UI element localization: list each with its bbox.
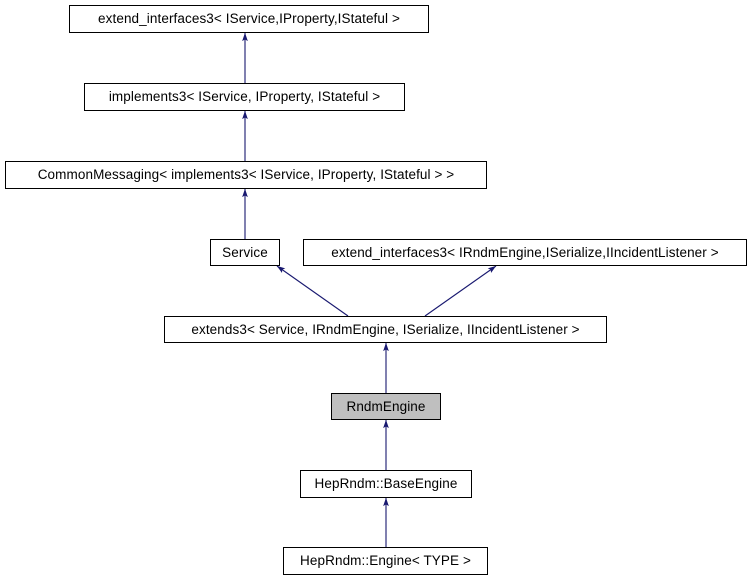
- inheritance-arrow: [276, 265, 349, 317]
- class-node-rndm_engine[interactable]: RndmEngine: [331, 393, 441, 420]
- class-node-label: Service: [222, 244, 268, 260]
- class-node-label: implements3< IService, IProperty, IState…: [108, 89, 381, 105]
- class-node-label: extend_interfaces3< IRndmEngine,ISeriali…: [331, 244, 719, 260]
- class-node-heprndm_engine_type[interactable]: HepRndm::Engine< TYPE >: [283, 547, 488, 575]
- class-node-label: CommonMessaging< implements3< IService, …: [37, 167, 455, 183]
- class-node-extend_interfaces3_service[interactable]: extend_interfaces3< IService,IProperty,I…: [69, 5, 429, 33]
- class-node-label: extend_interfaces3< IService,IProperty,I…: [98, 11, 400, 27]
- class-node-service[interactable]: Service: [210, 239, 280, 266]
- class-node-extends3_service_rndm[interactable]: extends3< Service, IRndmEngine, ISeriali…: [164, 316, 607, 343]
- class-node-heprndm_baseengine[interactable]: HepRndm::BaseEngine: [300, 470, 472, 498]
- class-node-extend_interfaces3_rndm[interactable]: extend_interfaces3< IRndmEngine,ISeriali…: [303, 239, 747, 266]
- class-node-common_messaging[interactable]: CommonMessaging< implements3< IService, …: [5, 161, 487, 189]
- class-node-label: RndmEngine: [346, 398, 426, 414]
- class-node-label: extends3< Service, IRndmEngine, ISeriali…: [191, 321, 580, 337]
- class-node-label: HepRndm::Engine< TYPE >: [300, 553, 471, 569]
- class-node-implements3_service[interactable]: implements3< IService, IProperty, IState…: [84, 83, 405, 111]
- inheritance-arrow: [424, 265, 497, 317]
- class-node-label: HepRndm::BaseEngine: [314, 476, 458, 492]
